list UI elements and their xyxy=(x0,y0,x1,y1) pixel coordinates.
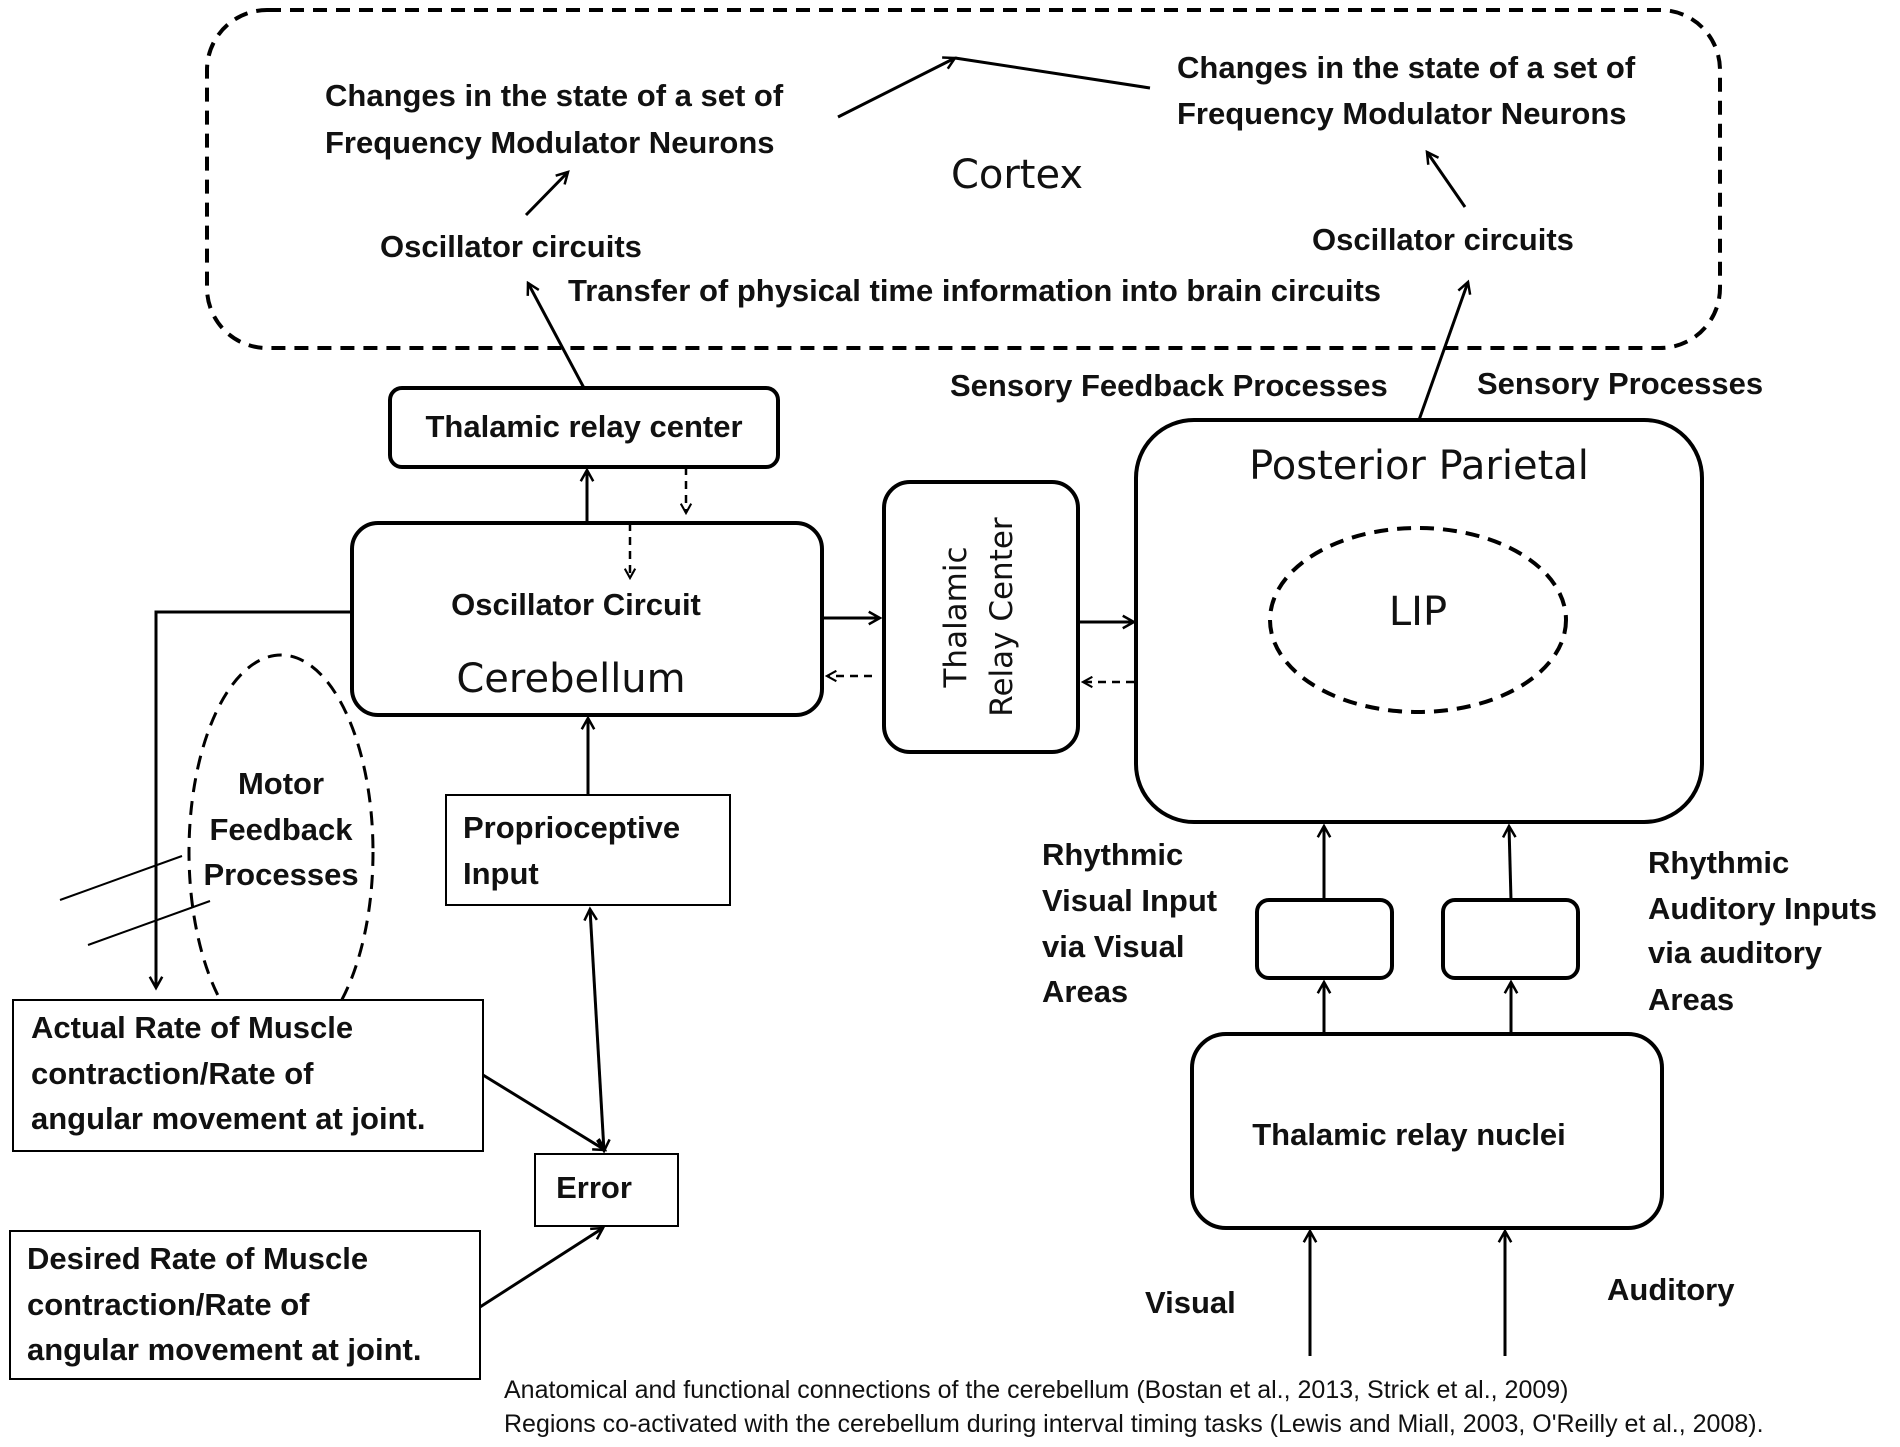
proprioceptive-line2: Input xyxy=(463,856,539,891)
arrow-fm-right-to-top xyxy=(954,56,1151,90)
sensory-feedback-label: Sensory Feedback Processes xyxy=(950,368,1388,403)
visual-relay-box xyxy=(1255,898,1394,980)
fm-neurons-right-line2: Frequency Modulator Neurons xyxy=(1177,96,1627,131)
motor-feedback-ellipse xyxy=(187,653,375,1051)
arrow-actual-to-error xyxy=(482,1073,605,1150)
thalamic-relay-nuclei-box xyxy=(1190,1032,1664,1230)
oscillator-circuits-right: Oscillator circuits xyxy=(1312,222,1574,257)
motor-feedback-line3: Processes xyxy=(203,857,358,892)
auditory-relay-box xyxy=(1441,898,1580,980)
proprioceptive-box xyxy=(445,794,731,906)
cortex-region xyxy=(205,8,1722,350)
rhythmic-visual-line3: via Visual xyxy=(1042,929,1184,964)
rhythmic-auditory-line2: Auditory Inputs xyxy=(1648,891,1877,926)
arrow-desired-to-error xyxy=(479,1228,603,1309)
legend-solid-caption: Anatomical and functional connections of… xyxy=(504,1376,1569,1404)
thalamic-relay-center-mid-line1: Thalamic xyxy=(938,546,974,688)
rhythmic-auditory-line3: via auditory xyxy=(1648,935,1823,970)
arrow-thalamic-to-cortex xyxy=(528,283,586,389)
oscillator-circuits-left: Oscillator circuits xyxy=(380,229,642,264)
error-label: Error xyxy=(556,1170,632,1205)
rhythmic-visual-line4: Areas xyxy=(1042,974,1128,1009)
error-box xyxy=(534,1153,679,1227)
arrow-auditory-relay-to-parietal xyxy=(1509,826,1511,901)
posterior-parietal-label: Posterior Parietal xyxy=(1249,443,1589,489)
motor-feedback-line2: Feedback xyxy=(209,812,353,847)
rhythmic-visual-line2: Visual Input xyxy=(1042,883,1217,918)
arrow-osc-right-up xyxy=(1427,152,1467,208)
actual-rate-box xyxy=(12,999,484,1152)
break-mark-2 xyxy=(87,900,211,946)
legend-dashed-caption: Regions co-activated with the cerebellum… xyxy=(504,1410,1764,1438)
thalamic-relay-center-mid-line2: Relay Center xyxy=(984,517,1020,717)
sensory-processes-label: Sensory Processes xyxy=(1477,366,1763,401)
fm-neurons-left-line1: Changes in the state of a set of xyxy=(325,78,784,113)
fm-neurons-left-line2: Frequency Modulator Neurons xyxy=(325,125,775,160)
arrow-osc-left-up xyxy=(524,172,568,217)
motor-feedback-line1: Motor xyxy=(238,766,324,801)
rhythmic-visual-line1: Rhythmic xyxy=(1042,837,1183,872)
rhythmic-auditory-line1: Rhythmic xyxy=(1648,845,1789,880)
actual-rate-line3: angular movement at joint. xyxy=(31,1101,425,1136)
arrow-error-proprioceptive xyxy=(590,909,604,1151)
thalamic-relay-center-mid-box xyxy=(882,480,1080,754)
desired-rate-line2: contraction/Rate of xyxy=(27,1287,310,1322)
break-mark-1 xyxy=(59,855,183,901)
cortex-title: Cortex xyxy=(951,152,1083,198)
auditory-input-label: Auditory xyxy=(1607,1272,1735,1307)
thalamic-relay-center-top-label: Thalamic relay center xyxy=(425,409,742,444)
lip-ellipse xyxy=(1268,526,1568,714)
transfer-time-info: Transfer of physical time information in… xyxy=(568,273,1381,308)
arrow-parietal-to-cortex xyxy=(1417,282,1468,421)
visual-input-label: Visual xyxy=(1145,1285,1236,1320)
lip-label: LIP xyxy=(1389,589,1447,635)
desired-rate-line3: angular movement at joint. xyxy=(27,1332,421,1367)
arrow-fm-left-to-top xyxy=(837,58,955,119)
motor-feedback-path xyxy=(156,610,352,988)
fm-neurons-right-line1: Changes in the state of a set of xyxy=(1177,50,1636,85)
actual-rate-line1: Actual Rate of Muscle xyxy=(31,1010,353,1045)
oscillator-circuit-label: Oscillator Circuit xyxy=(451,587,701,622)
thalamic-relay-nuclei-label: Thalamic relay nuclei xyxy=(1252,1117,1566,1152)
proprioceptive-line1: Proprioceptive xyxy=(463,810,680,845)
rhythmic-auditory-line4: Areas xyxy=(1648,982,1734,1017)
cerebellum-label: Cerebellum xyxy=(456,656,685,702)
desired-rate-line1: Desired Rate of Muscle xyxy=(27,1241,368,1276)
actual-rate-line2: contraction/Rate of xyxy=(31,1056,314,1091)
desired-rate-box xyxy=(9,1230,481,1380)
